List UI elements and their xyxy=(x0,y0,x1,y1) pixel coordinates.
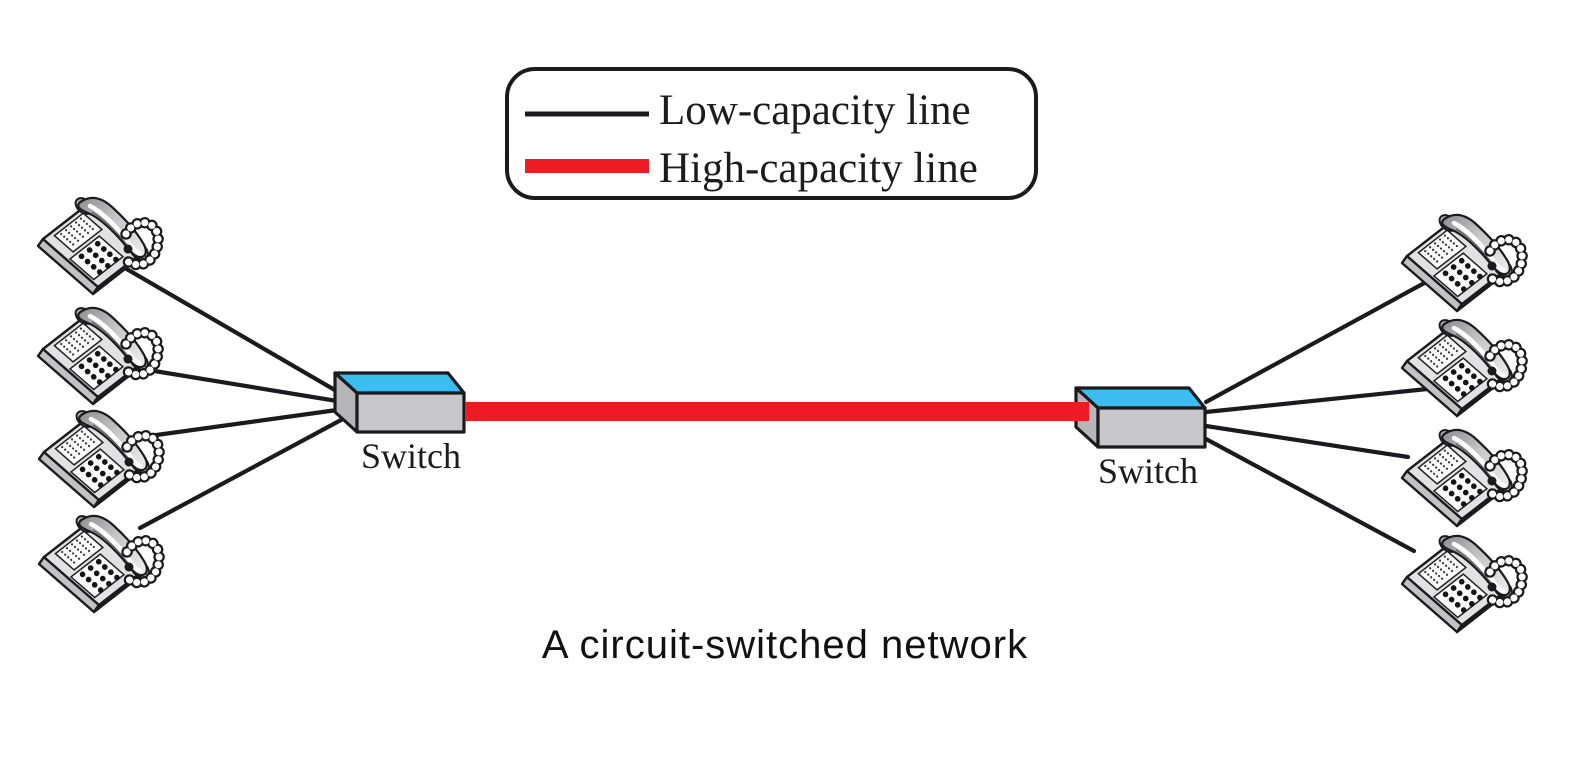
low-capacity-line xyxy=(115,261,343,396)
low-capacity-line xyxy=(1203,385,1440,415)
legend-swatch-low-capacity xyxy=(525,111,649,117)
telephone-right-2 xyxy=(1402,317,1522,416)
low-capacity-line xyxy=(1203,436,1417,554)
legend-swatch-high-capacity xyxy=(525,159,649,173)
switch-right xyxy=(1074,386,1207,449)
legend-label-high-capacity: High-capacity line xyxy=(659,145,978,192)
access-lines-left xyxy=(115,261,344,531)
low-capacity-line xyxy=(139,407,340,440)
legend-label-low-capacity: Low-capacity line xyxy=(659,87,971,134)
access-lines-right xyxy=(1203,278,1440,554)
low-capacity-line xyxy=(1203,278,1431,405)
telephone-left-2 xyxy=(38,305,158,404)
low-capacity-line xyxy=(137,417,344,531)
legend-box: Low-capacity line High-capacity line xyxy=(505,67,1038,200)
telephone-right-1 xyxy=(1402,212,1522,311)
switch-left-label: Switch xyxy=(360,436,461,476)
telephone-right-3 xyxy=(1402,427,1522,526)
switch-left xyxy=(333,371,466,434)
low-capacity-line xyxy=(1203,423,1411,460)
telephone-left-3 xyxy=(39,408,159,507)
telephone-right-4 xyxy=(1402,533,1522,632)
low-capacity-line xyxy=(127,364,340,404)
switch-right-label: Switch xyxy=(1097,451,1198,491)
figure-caption: A circuit-switched network xyxy=(541,623,1029,667)
